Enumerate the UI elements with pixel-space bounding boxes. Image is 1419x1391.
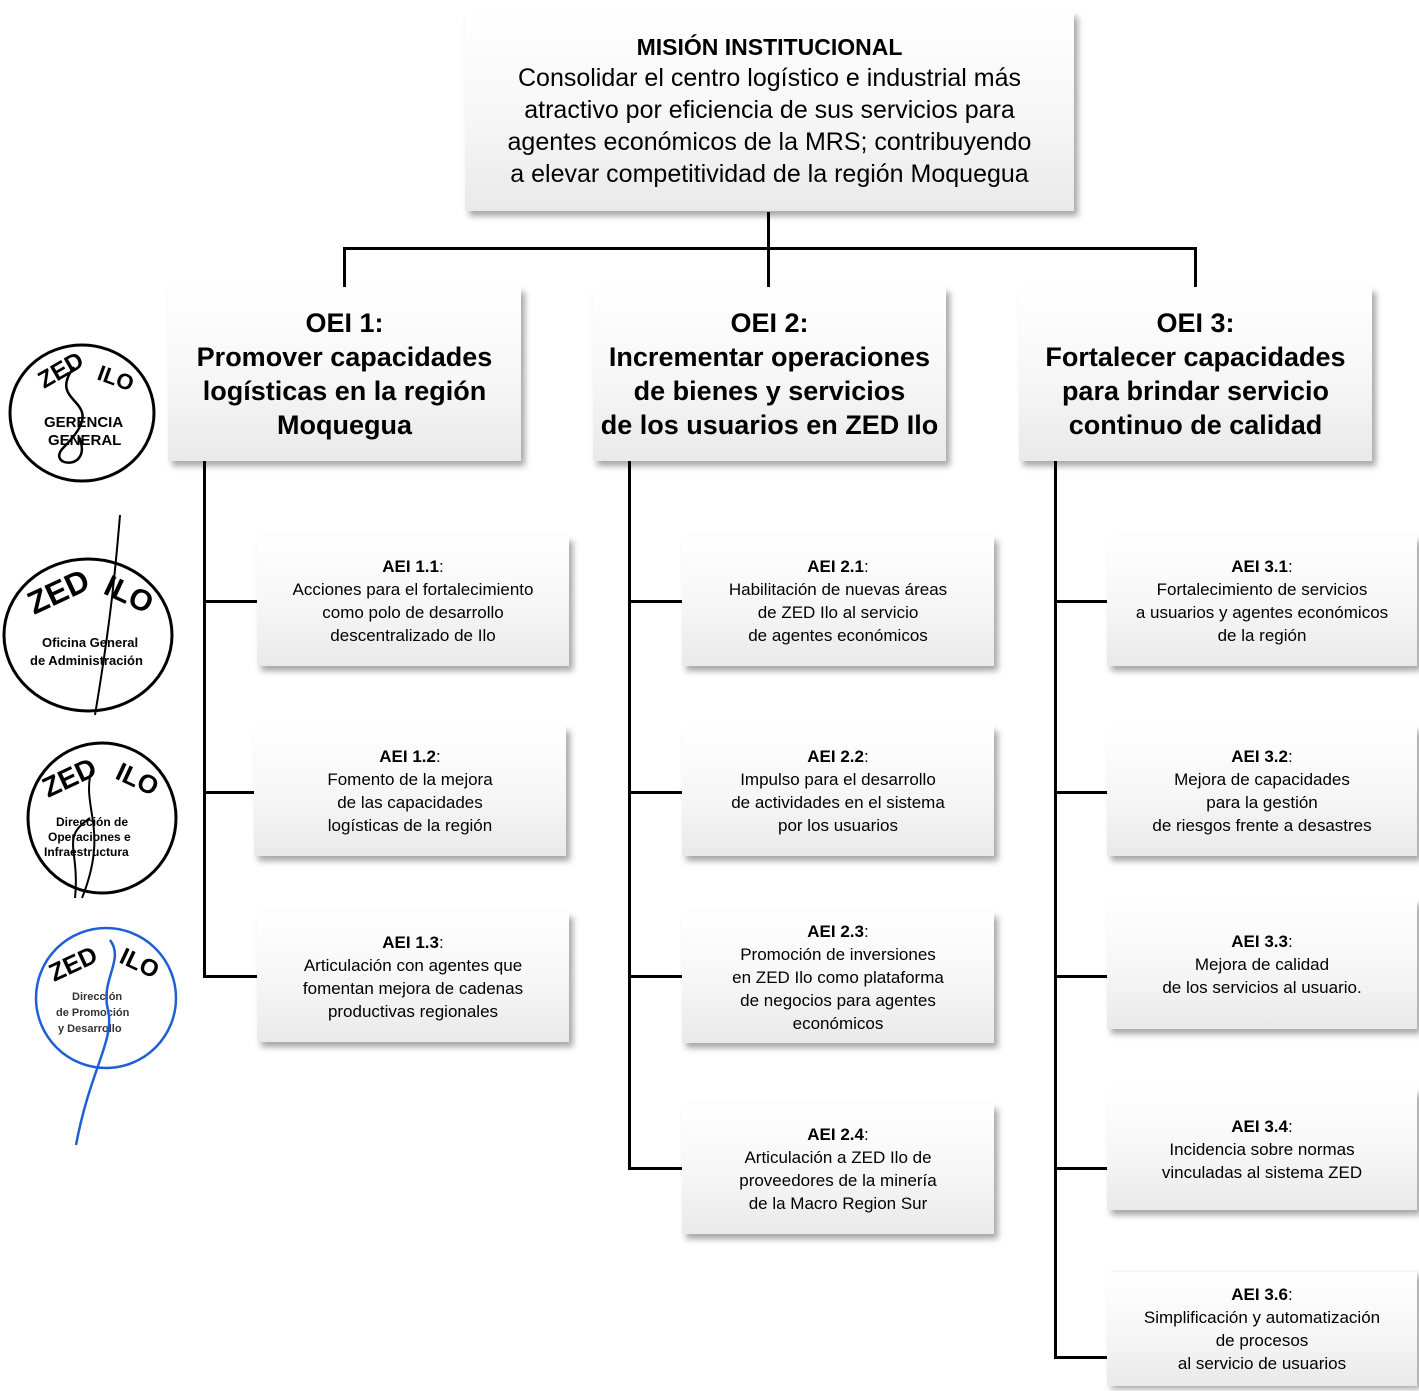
aei-text: Articulación con agentes que fomentan me… [302, 956, 524, 1021]
aei-separator: : [438, 933, 444, 952]
col2-branch-2 [628, 791, 682, 794]
col3-branch-2 [1054, 791, 1108, 794]
svg-text:Operaciones e: Operaciones e [48, 830, 131, 844]
aei-box-2-1: AEI 2.1: Habilitación de nuevas áreas de… [682, 536, 994, 666]
aei-text: Habilitación de nuevas áreas de ZED Ilo … [728, 580, 948, 645]
aei-box-3-6: AEI 3.6: Simplificación y automatización… [1107, 1272, 1417, 1386]
stamp-direccion-operaciones: ZED ILO Dirección de Operaciones e Infra… [20, 728, 180, 903]
aei-separator: : [863, 747, 869, 766]
aei-box-3-2: AEI 3.2: Mejora de capacidades para la g… [1107, 726, 1417, 856]
aei-box-1-3: AEI 1.3: Articulación con agentes que fo… [257, 912, 569, 1042]
aei-code: AEI 3.3 [1231, 931, 1288, 951]
aei-separator: : [438, 557, 444, 576]
aei-box-2-4: AEI 2.4: Articulación a ZED Ilo de prove… [682, 1104, 994, 1234]
aei-code: AEI 3.6 [1231, 1285, 1288, 1304]
aei-code: AEI 1.1 [382, 557, 439, 576]
col3-branch-3 [1054, 975, 1108, 978]
aei-code: AEI 2.4 [807, 1125, 864, 1144]
aei-text: Incidencia sobre normas vinculadas al si… [1161, 1140, 1363, 1182]
svg-text:ILO: ILO [94, 360, 137, 396]
aei-code: AEI 2.3 [807, 922, 864, 941]
aei-separator: : [1287, 557, 1293, 576]
aei-text: Acciones para el fortalecimiento como po… [292, 580, 534, 645]
aei-box-3-4: AEI 3.4: Incidencia sobre normas vincula… [1107, 1089, 1417, 1210]
aei-text: Mejora de calidad de los servicios al us… [1162, 954, 1362, 997]
stamp-gerencia-general: ZED ILO GERENCIA GENERAL [4, 337, 164, 489]
aei-text: Impulso para el desarrollo de actividade… [731, 770, 945, 835]
aei-code: AEI 3.2 [1231, 747, 1288, 766]
aei-separator: : [1287, 931, 1293, 951]
aei-separator: : [1287, 747, 1293, 766]
svg-text:de Administración: de Administración [30, 653, 143, 668]
col1-branch-1 [203, 600, 257, 603]
mission-title: MISIÓN INSTITUCIONAL [636, 34, 903, 60]
oei-box-1: OEI 1: Promover capacidades logísticas e… [168, 287, 521, 461]
aei-box-1-1: AEI 1.1: Acciones para el fortalecimient… [257, 536, 569, 666]
oei-label: OEI 3: Fortalecer capacidades para brind… [1045, 308, 1346, 440]
stamp-oficina-administracion: ZED ILO Oficina General de Administració… [0, 515, 175, 715]
aei-text: Simplificación y automatización de proce… [1143, 1308, 1381, 1373]
svg-text:ILO: ILO [99, 569, 158, 620]
col2-branch-3 [628, 975, 682, 978]
mission-box: MISIÓN INSTITUCIONAL Consolidar el centr… [465, 12, 1074, 211]
aei-code: AEI 1.3 [382, 933, 439, 952]
col3-branch-1 [1054, 600, 1108, 603]
aei-box-2-2: AEI 2.2: Impulso para el desarrollo de a… [682, 726, 994, 856]
svg-text:ZED: ZED [22, 562, 95, 622]
col3-branch-4 [1054, 1167, 1108, 1170]
svg-text:ILO: ILO [111, 756, 163, 802]
top-horizontal-line [343, 247, 1197, 250]
svg-text:GERENCIA: GERENCIA [44, 414, 123, 431]
svg-text:ZED: ZED [45, 941, 102, 988]
oei2-up-line [767, 247, 770, 287]
col1-spine [203, 461, 206, 978]
col3-branch-5 [1054, 1356, 1108, 1359]
mission-text: Consolidar el centro logístico e industr… [507, 64, 1032, 188]
svg-text:Infraestructura: Infraestructura [44, 845, 129, 859]
aei-text: Articulación a ZED Ilo de proveedores de… [739, 1148, 937, 1213]
aei-separator: : [1287, 1117, 1293, 1136]
col1-branch-2 [203, 791, 257, 794]
col2-branch-1 [628, 600, 682, 603]
svg-text:GENERAL: GENERAL [48, 432, 121, 449]
aei-code: AEI 2.2 [807, 747, 864, 766]
aei-separator: : [435, 747, 441, 766]
aei-text: Mejora de capacidades para la gestión de… [1152, 770, 1372, 835]
oei-box-3: OEI 3: Fortalecer capacidades para brind… [1019, 287, 1372, 461]
aei-text: Promoción de inversiones en ZED Ilo como… [732, 945, 944, 1033]
aei-box-3-3: AEI 3.3: Mejora de calidad de los servic… [1107, 899, 1417, 1029]
oei-box-2: OEI 2: Incrementar operaciones de bienes… [593, 287, 946, 461]
svg-text:ZED: ZED [37, 752, 101, 804]
oei3-up-line [1194, 247, 1197, 287]
svg-text:y Desarrollo: y Desarrollo [58, 1023, 122, 1035]
svg-text:Dirección: Dirección [72, 991, 122, 1003]
svg-text:Oficina General: Oficina General [42, 635, 138, 650]
oei-label: OEI 2: Incrementar operaciones de bienes… [600, 308, 939, 440]
col2-branch-4 [628, 1167, 682, 1170]
aei-code: AEI 3.1 [1231, 557, 1288, 576]
col3-spine [1054, 461, 1057, 1359]
stamp-direccion-promocion: ZED ILO Dirección de Promoción y Desarro… [30, 920, 190, 1150]
svg-text:de Promoción: de Promoción [56, 1007, 130, 1019]
aei-text: Fomento de la mejora de las capacidades … [327, 770, 493, 835]
aei-separator: : [863, 1125, 869, 1144]
svg-text:ZED: ZED [34, 347, 89, 394]
oei-label: OEI 1: Promover capacidades logísticas e… [196, 308, 493, 440]
aei-code: AEI 3.4 [1231, 1117, 1288, 1136]
aei-text: Fortalecimiento de servicios a usuarios … [1135, 580, 1389, 645]
aei-separator: : [1287, 1285, 1293, 1304]
col1-branch-3 [203, 975, 257, 978]
oei1-up-line [343, 247, 346, 287]
aei-separator: : [863, 557, 869, 576]
aei-box-1-2: AEI 1.2: Fomento de la mejora de las cap… [254, 726, 566, 856]
aei-box-3-1: AEI 3.1: Fortalecimiento de servicios a … [1107, 536, 1417, 666]
aei-code: AEI 2.1 [807, 557, 864, 576]
aei-code: AEI 1.2 [379, 747, 436, 766]
col2-spine [628, 461, 631, 1170]
aei-box-2-3: AEI 2.3: Promoción de inversiones en ZED… [682, 912, 994, 1043]
mission-down-line [767, 212, 770, 250]
aei-separator: : [863, 922, 869, 941]
